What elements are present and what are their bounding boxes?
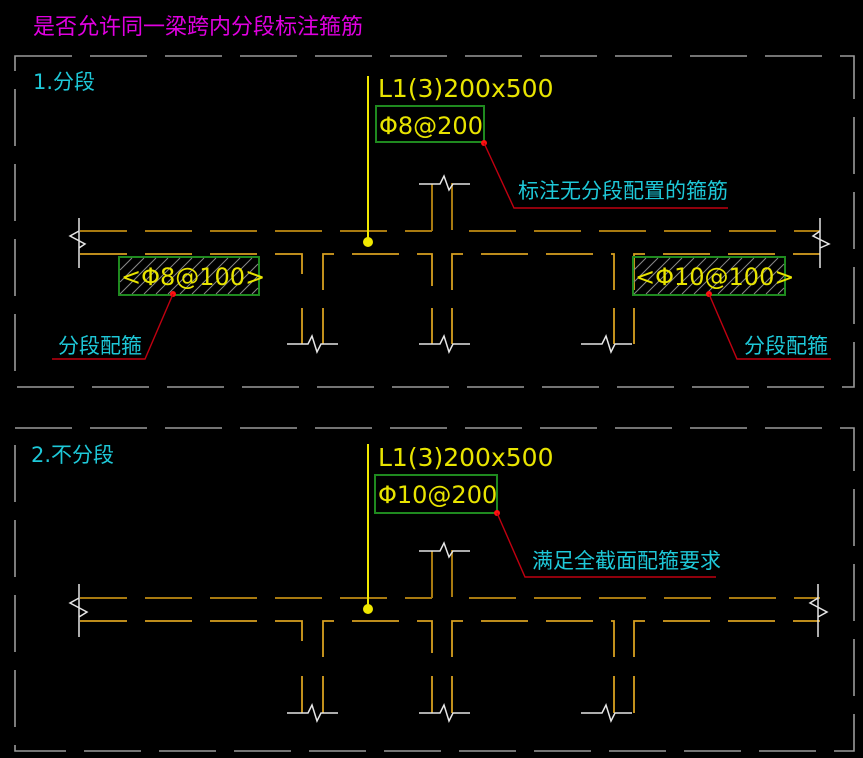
- leader-dot: [363, 604, 373, 614]
- hatch-line: [669, 257, 707, 295]
- hatch-line: [765, 275, 785, 295]
- break-right-icon: [811, 218, 831, 268]
- main-note: 标注无分段配置的箍筋: [518, 179, 728, 203]
- hatch-line: [633, 257, 647, 271]
- segment-tag-text: <Φ10@100>: [635, 263, 794, 291]
- main-note-leader: [483, 142, 728, 209]
- hatch-line: [777, 287, 785, 295]
- break-left-icon: [68, 218, 87, 268]
- hatch-line: [167, 257, 205, 295]
- segment-note: 分段配箍: [58, 334, 142, 358]
- panel-frame: [14, 427, 855, 752]
- break-col1-icon: [287, 334, 338, 354]
- hatch-line: [155, 257, 193, 295]
- hatch-line: [191, 257, 229, 295]
- break-left-icon: [68, 584, 89, 637]
- panel-segmented: 1.分段 L1(3)200x500 Φ8@200 标注无分段配置的箍筋: [14, 55, 855, 388]
- hatch-line: [741, 257, 779, 295]
- beam-top-edge: [80, 183, 820, 232]
- break-col2-icon: [419, 334, 470, 354]
- hatch-pattern: [633, 257, 785, 295]
- hatch-line: [227, 263, 259, 295]
- main-stirrup-box: [375, 105, 485, 143]
- beam-label[interactable]: L1(3)200x500: [378, 443, 553, 472]
- hatch-line: [717, 257, 755, 295]
- hatch-line: [203, 257, 241, 295]
- break-col1-icon: [287, 703, 338, 723]
- break-right-icon: [808, 584, 829, 637]
- hatch-line: [645, 257, 683, 295]
- beam-label[interactable]: L1(3)200x500: [378, 74, 553, 103]
- section-label: 1.分段: [33, 70, 95, 94]
- hatch-line: [215, 257, 253, 295]
- break-col2-icon: [419, 703, 470, 723]
- main-note-leader: [496, 512, 716, 578]
- beam-drawing: [68, 541, 829, 723]
- segment-note-leader: [52, 293, 174, 360]
- hatch-line: [657, 257, 695, 295]
- hatch-line: [681, 257, 719, 295]
- hatch-line: [729, 257, 767, 295]
- hatch-line: [119, 257, 145, 283]
- main-stirrup-tag[interactable]: Φ8@200: [379, 112, 483, 140]
- hatch-line: [693, 257, 731, 295]
- segment-tag-box: [118, 256, 260, 296]
- main-stirrup-box: [374, 474, 498, 514]
- hatch-line: [143, 257, 181, 295]
- hatch-line: [119, 257, 133, 271]
- break-top-icon: [419, 174, 470, 192]
- leader-dot: [363, 237, 373, 247]
- hatch-line: [239, 275, 259, 295]
- break-col3-icon: [581, 703, 632, 723]
- hatch-line: [633, 257, 671, 295]
- column-stubs: [301, 676, 635, 713]
- beam-drawing: [68, 174, 831, 354]
- hatch-line: [119, 257, 157, 295]
- column-stubs: [301, 308, 635, 344]
- hatch-line: [131, 257, 169, 295]
- hatch-line: [633, 257, 659, 283]
- break-top-icon: [419, 541, 470, 559]
- main-note: 满足全截面配箍要求: [532, 549, 721, 573]
- segment-note: 分段配箍: [744, 334, 828, 358]
- segment-tag-2[interactable]: <Φ10@100>: [632, 256, 794, 296]
- beam-top-edge: [80, 550, 820, 599]
- segment-tag-1[interactable]: <Φ8@100>: [118, 256, 265, 296]
- panel-unsegmented: 2.不分段 L1(3)200x500 Φ10@200 满足全截面配箍要求: [14, 427, 855, 752]
- hatch-line: [753, 263, 785, 295]
- hatch-line: [705, 257, 743, 295]
- hatch-pattern: [119, 257, 259, 295]
- break-col3-icon: [581, 334, 632, 354]
- beam-bottom-edge: [80, 620, 820, 657]
- segment-tag-text: <Φ8@100>: [121, 263, 265, 291]
- main-stirrup-tag[interactable]: Φ10@200: [378, 481, 497, 509]
- section-label: 2.不分段: [31, 443, 114, 467]
- hatch-line: [179, 257, 217, 295]
- beam-bottom-edge: [80, 253, 820, 290]
- hatch-line: [251, 287, 259, 295]
- panel-frame: [14, 55, 855, 388]
- segment-note-leader: [708, 293, 831, 360]
- drawing-title: 是否允许同一梁跨内分段标注箍筋: [33, 15, 363, 40]
